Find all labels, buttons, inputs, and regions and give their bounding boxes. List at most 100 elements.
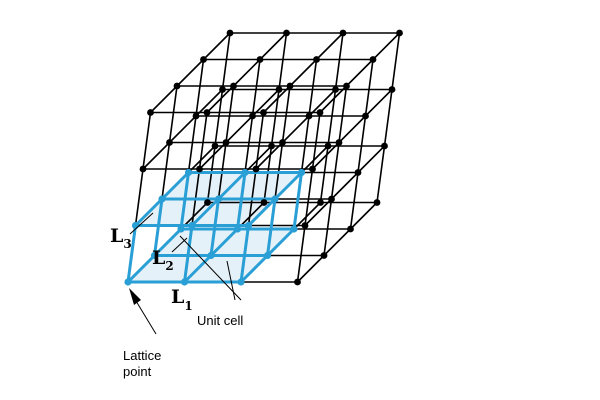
unit-cell-edge: [153, 197, 164, 257]
unit-cell-edge: [179, 171, 190, 231]
lattice-edge: [176, 58, 205, 87]
unit-cell-edge: [266, 227, 296, 257]
lattice-edge: [255, 111, 265, 170]
lattice-edge: [221, 32, 231, 91]
lattice-edge: [244, 115, 254, 174]
lattice-point: [256, 56, 264, 63]
svg-text:L1: L1: [171, 286, 193, 313]
lattice-edge: [311, 141, 340, 170]
lattice-point-label-line2: point: [123, 364, 152, 379]
lattice-edge: [364, 58, 374, 117]
unit-cell-edge: [126, 254, 156, 284]
lattice-edge: [255, 141, 284, 170]
lattice-edge: [278, 32, 288, 91]
lattice-point: [279, 139, 286, 146]
lattice-edge: [349, 171, 359, 230]
lattice-edge: [225, 85, 235, 144]
lattice-point: [249, 112, 256, 120]
lattice-edge: [202, 32, 231, 61]
lattice-edge: [281, 85, 291, 144]
lattice-edge: [304, 168, 314, 227]
lattice-point: [396, 29, 403, 37]
unit-cell-points: [124, 168, 306, 286]
lattice-edge: [364, 88, 393, 117]
unit-cell-edge: [153, 227, 183, 257]
lattice-edge: [251, 88, 280, 117]
lattice-edge: [134, 168, 144, 227]
lattice-point: [317, 199, 324, 206]
unit-cell-edge: [247, 197, 277, 227]
unit-cell-point: [214, 195, 223, 203]
lattice-edge: [244, 145, 273, 174]
lattice-point: [204, 199, 211, 206]
lattice-edge: [217, 141, 227, 200]
unit-cell-point: [180, 278, 189, 286]
lattice-edge: [187, 115, 197, 174]
l2-sub: 2: [165, 259, 173, 273]
lattice-edge: [195, 58, 205, 117]
lattice-point: [260, 199, 268, 206]
unit-cell-point: [177, 225, 185, 233]
lattice-point: [388, 86, 396, 93]
unit-cell-edge: [239, 254, 269, 284]
lattice-point: [354, 169, 362, 176]
lattice-edge: [149, 85, 178, 114]
unit-cell-point: [271, 195, 279, 203]
lattice-edge: [372, 32, 401, 61]
unit-cell-edge: [190, 197, 220, 227]
lattice-edge: [296, 224, 306, 283]
lattice-point-arrowhead: [129, 288, 141, 305]
l3-main: L: [110, 225, 123, 247]
lattice-point: [173, 82, 181, 90]
lattice-edge: [300, 115, 310, 174]
lattice-point: [222, 139, 230, 146]
lattice-point: [196, 165, 203, 173]
lattice-point: [219, 86, 226, 93]
lattice-point: [192, 112, 200, 120]
lattice-point: [260, 109, 267, 116]
lattice-edge: [262, 85, 291, 114]
annotations: [129, 212, 242, 335]
lattice-edge: [308, 88, 337, 117]
lattice-point: [211, 142, 219, 150]
unit-cell-edge: [239, 224, 250, 284]
lattice-edge: [198, 111, 208, 170]
unit-cell-point: [207, 251, 215, 260]
label-l3: L3: [110, 225, 132, 251]
lattice-edge: [300, 145, 329, 174]
lattice-point: [139, 165, 147, 173]
unit-cell-point: [290, 225, 298, 233]
lattice-point: [320, 252, 328, 259]
unit-cell-label: Unit cell: [197, 313, 243, 328]
lattice-edge: [259, 32, 288, 61]
lattice-edge: [142, 111, 152, 170]
lattice-edge: [338, 85, 348, 144]
unit-cell-edge: [160, 171, 190, 201]
lattice-edge: [225, 115, 254, 144]
lattice-point: [294, 278, 301, 286]
lattice-edge: [274, 141, 284, 200]
lattice-edge: [319, 85, 348, 114]
lattice-point: [324, 142, 332, 150]
unit-cell-edge: [134, 197, 164, 227]
unit-cell-point: [297, 168, 306, 177]
l1-sub: 1: [184, 299, 192, 313]
lattice-point: [147, 109, 154, 116]
unit-cell-edge: [266, 197, 277, 257]
lattice-point: [381, 142, 388, 150]
lattice-point-label-line1: Lattice: [123, 348, 161, 363]
lattice-edge: [334, 32, 344, 91]
lattice-point: [286, 82, 294, 90]
lattice-edge: [142, 141, 171, 170]
lattice-edge: [168, 85, 178, 144]
unit-cell-edge: [209, 197, 220, 257]
svg-text:L3: L3: [110, 225, 132, 251]
unit-cell-point: [233, 225, 242, 233]
lattice-edge: [357, 145, 386, 174]
lattice-lines: [134, 32, 401, 283]
lattice-edge: [251, 58, 261, 117]
lattice-edge: [308, 58, 318, 117]
unit-cell-edge: [126, 224, 137, 284]
unit-cell-point: [124, 278, 132, 286]
